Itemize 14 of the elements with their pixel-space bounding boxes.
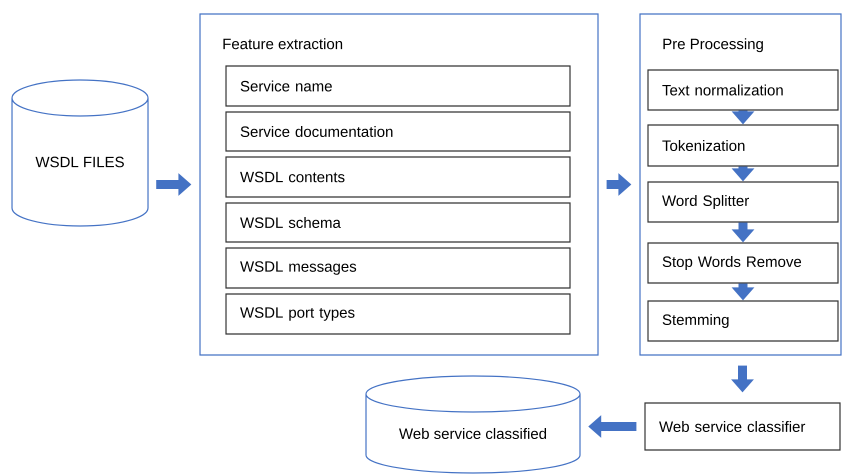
process-box: WSDL schema bbox=[225, 202, 571, 243]
process-box: WSDL messages bbox=[225, 247, 571, 289]
process-box: Word Splitter bbox=[647, 181, 839, 223]
process-box: WSDL contents bbox=[225, 156, 571, 198]
process-box: Stemming bbox=[647, 300, 839, 342]
process-box: Stop Words Remove bbox=[647, 242, 839, 284]
process-box: Web service classifier bbox=[644, 402, 841, 451]
process-box: Text normalization bbox=[647, 69, 839, 111]
cylinder: WSDL FILES bbox=[11, 79, 149, 227]
process-box: WSDL port types bbox=[225, 293, 571, 335]
process-box: Service documentation bbox=[225, 111, 571, 152]
process-box: Tokenization bbox=[647, 124, 839, 167]
cylinder: Web service classified bbox=[365, 375, 581, 474]
process-box: Service name bbox=[225, 65, 571, 107]
